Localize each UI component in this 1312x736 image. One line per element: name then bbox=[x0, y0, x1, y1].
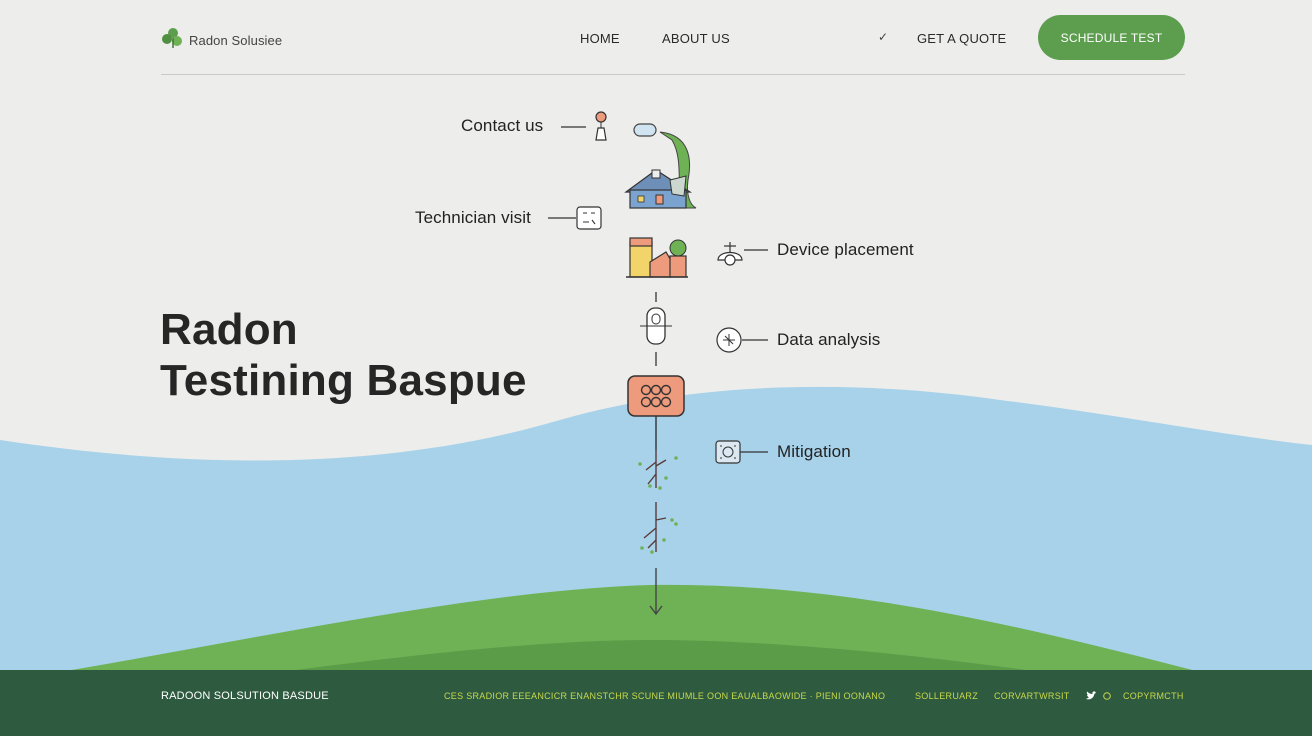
mitigation-chip-icon bbox=[715, 440, 741, 464]
footer-link-2[interactable]: CORVARTWRSIT bbox=[994, 691, 1070, 701]
dial-icon bbox=[716, 327, 742, 353]
nav-home[interactable]: HOME bbox=[580, 31, 620, 46]
leaf-logo-icon bbox=[161, 26, 185, 55]
header-divider bbox=[161, 74, 1185, 75]
site-header: Radon Solusiee HOME ABOUT US ✓ GET A QUO… bbox=[0, 0, 1312, 76]
hero-title-line2: Testining Baspue bbox=[160, 356, 527, 405]
logo-text: Radon Solusiee bbox=[189, 33, 283, 48]
branch-icon bbox=[638, 450, 678, 554]
down-arrow-icon bbox=[649, 568, 663, 616]
twitter-icon[interactable] bbox=[1085, 689, 1097, 707]
step-contact: Contact us bbox=[461, 116, 544, 135]
footer-link-3[interactable]: COPYRMCTH bbox=[1123, 691, 1184, 701]
house-icon bbox=[624, 169, 693, 209]
footer-link-1[interactable]: SOLLERUARZ bbox=[915, 691, 979, 701]
hose-icon bbox=[633, 123, 697, 209]
sensor-device-icon bbox=[717, 242, 743, 266]
site-footer: RADOON SOLSUTION BASDUE CES SRADIOR EEEA… bbox=[0, 670, 1312, 736]
step-mitigation: Mitigation bbox=[777, 442, 851, 461]
schedule-test-button[interactable]: SCHEDULE TEST bbox=[1038, 15, 1185, 60]
chip-icon bbox=[576, 206, 602, 230]
circle-icon[interactable] bbox=[1102, 689, 1112, 707]
step-data-analysis: Data analysis bbox=[777, 330, 881, 349]
nav-get-quote[interactable]: GET A QUOTE bbox=[917, 31, 1007, 46]
logo[interactable]: Radon Solusiee bbox=[161, 26, 282, 55]
footer-brand: RADOON SOLSUTION BASDUE bbox=[161, 690, 329, 702]
buildings-icon bbox=[626, 237, 688, 278]
step-technician-visit: Technician visit bbox=[415, 208, 531, 227]
step-device-placement: Device placement bbox=[777, 240, 914, 259]
detector-icon bbox=[640, 307, 672, 345]
hero-title-line1: Radon bbox=[160, 305, 298, 354]
footer-tagline: CES SRADIOR EEEANCICR ENANSTCHR SCUNE MI… bbox=[444, 691, 886, 701]
nav-about[interactable]: ABOUT US bbox=[662, 31, 730, 46]
radon-grid-icon bbox=[627, 375, 685, 450]
check-icon: ✓ bbox=[878, 30, 889, 44]
hero-title: Radon Testining Baspue bbox=[160, 304, 527, 406]
pin-icon bbox=[595, 111, 607, 141]
